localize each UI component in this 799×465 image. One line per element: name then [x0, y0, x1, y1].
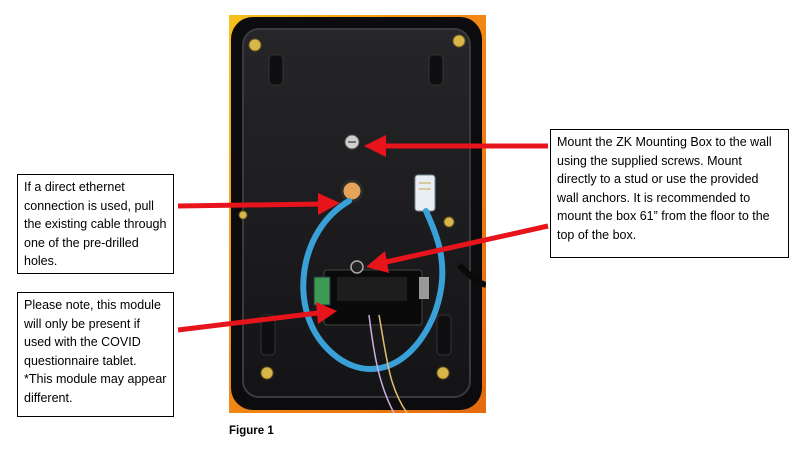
- arrow-to-hole: [177, 193, 340, 215]
- callout-mounting-instructions: Mount the ZK Mounting Box to the wall us…: [550, 129, 789, 258]
- arrow-to-screw: [364, 135, 548, 157]
- figure-caption: Figure 1: [229, 425, 274, 437]
- arrow-to-module-screw: [366, 223, 549, 273]
- callout-ethernet-instructions: If a direct ethernet connection is used,…: [17, 174, 174, 274]
- arrow-to-module: [177, 302, 337, 333]
- mounting-box-photo: [229, 15, 486, 413]
- callout-module-note: Please note, this module will only be pr…: [17, 292, 174, 417]
